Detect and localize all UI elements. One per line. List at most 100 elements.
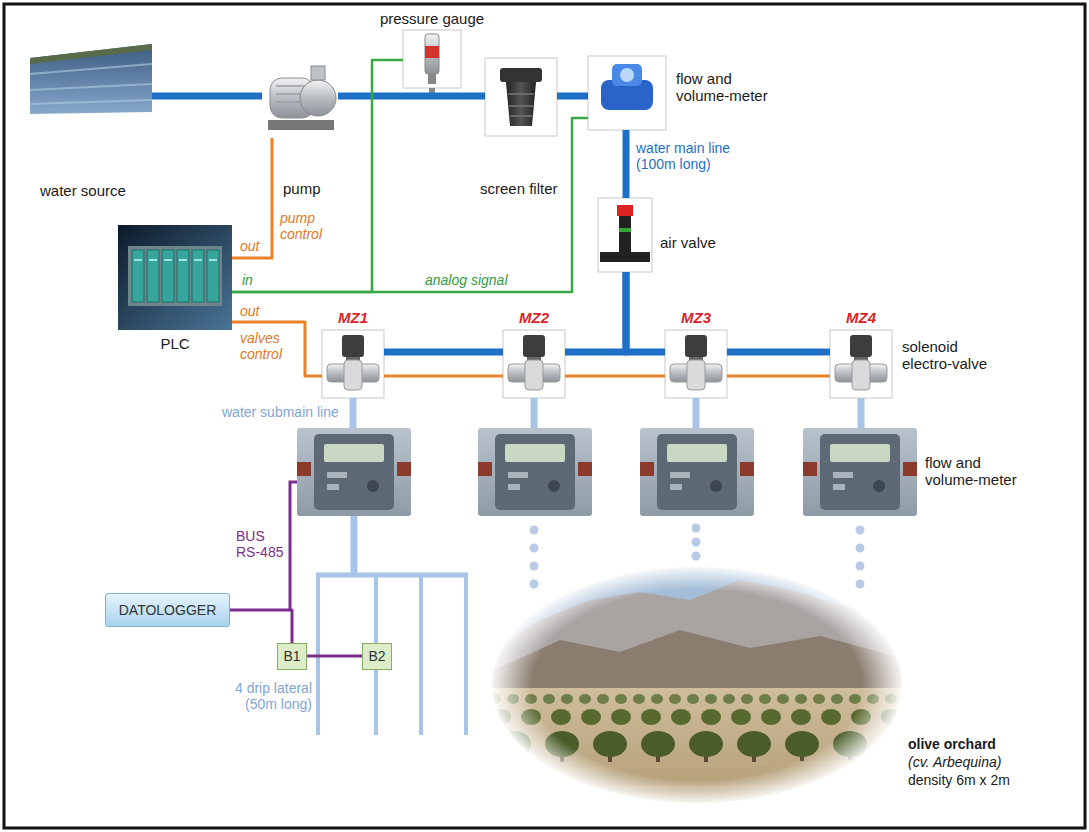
- water-source-picture: [30, 44, 152, 114]
- continuation-dots: [530, 526, 539, 535]
- screen-filter-picture: [500, 68, 542, 82]
- air-valve-picture: [619, 228, 631, 232]
- component-label: flow and volume-meter: [676, 70, 776, 105]
- screen-filter-picture: [485, 58, 557, 136]
- box-text: DATOLOGGER: [119, 602, 217, 618]
- flow-meter-picture: [620, 68, 634, 82]
- screen-filter-picture: [506, 82, 536, 126]
- control-wire: [727, 375, 830, 378]
- pressure-gauge-picture: [425, 34, 439, 74]
- plc-picture: [128, 246, 222, 306]
- pressure-gauge: pressure gauge: [403, 30, 461, 88]
- component-label: flow and volume-meter: [925, 454, 1025, 489]
- signal-name: out: [240, 238, 259, 254]
- pipe-label: water main line (100m long): [636, 140, 748, 172]
- sensor-box: B1: [277, 643, 307, 670]
- component-label: screen filter: [480, 180, 558, 197]
- signal-wire: [232, 60, 403, 292]
- water-pipe: [338, 93, 485, 100]
- orchard-note: (cv. Arbequina): [908, 754, 1001, 770]
- continuation-dots: [692, 524, 701, 533]
- frame: [4, 4, 1085, 828]
- orchard-photo: [490, 565, 910, 808]
- zone-name: MZ4: [830, 309, 892, 326]
- pressure-gauge-picture: [425, 46, 439, 58]
- submain-pipe: [858, 398, 865, 428]
- water-pipe: [727, 349, 830, 356]
- solenoid-valve: MZ3: [665, 330, 727, 398]
- bus-wire: [230, 610, 292, 643]
- submain-pipe: [531, 398, 538, 428]
- water-pipe: [626, 272, 665, 352]
- continuation-dots: [530, 544, 539, 553]
- continuation-dots: [856, 544, 865, 553]
- component-label: solenoid electro-valve: [902, 338, 998, 373]
- pump-picture: [268, 66, 336, 130]
- continuation-dots: [530, 524, 865, 589]
- control-wire: [565, 375, 665, 378]
- solenoid-valve-picture: [830, 330, 892, 398]
- screen-filter: screen filter: [485, 58, 557, 136]
- plc-picture: [147, 250, 159, 302]
- plc-picture: [177, 250, 189, 302]
- solenoid-valve: MZ1: [322, 330, 384, 398]
- flow-meter-panel: [297, 428, 411, 516]
- pressure-gauge-picture: [403, 30, 461, 94]
- flow-meter-picture: [612, 64, 642, 86]
- control-wire: [232, 138, 272, 258]
- component-label: PLC: [118, 335, 232, 352]
- plc-picture: [162, 250, 174, 302]
- component-label: pressure gauge: [362, 10, 502, 27]
- solenoid-valve-picture: [322, 330, 384, 398]
- solenoid-valve-picture: [322, 330, 892, 398]
- box-text: B2: [368, 648, 385, 664]
- orchard-photo: [491, 566, 903, 804]
- water-pipe: [384, 349, 503, 356]
- air-valve-picture: [598, 198, 652, 272]
- pump-picture: [300, 80, 336, 116]
- control-wire: [384, 375, 503, 378]
- pump: pump: [262, 58, 338, 138]
- component-label: pump: [283, 180, 321, 197]
- zone-name: MZ1: [322, 309, 384, 326]
- wire-label: pump control: [280, 210, 338, 242]
- signal-name: out: [240, 303, 259, 319]
- solenoid-valve-picture: [665, 330, 727, 398]
- air-valve: air valve: [598, 198, 652, 272]
- pump-picture: [268, 120, 334, 130]
- flow-meter: flow and volume-meter: [803, 428, 917, 516]
- plc-picture: [132, 250, 144, 302]
- flow-meter-picture: [588, 56, 666, 130]
- screen-filter-picture: [508, 94, 534, 116]
- orchard-photo: [490, 565, 910, 808]
- continuation-dots: [692, 538, 701, 547]
- continuation-dots: [856, 526, 865, 535]
- plc-picture: [118, 225, 232, 330]
- solenoid-valve: MZ2: [503, 330, 565, 398]
- water-pipe: [565, 272, 626, 352]
- submain-pipe: [351, 516, 358, 575]
- submain-pipe: [693, 398, 700, 428]
- drip-lateral: [316, 573, 468, 578]
- continuation-dots: [530, 562, 539, 571]
- flow-meter-picture: [588, 56, 666, 130]
- continuation-dots: [856, 580, 865, 589]
- flow-meter-panel: [803, 428, 917, 516]
- orchard-note: density 6m x 2m: [908, 772, 1010, 788]
- water-source-picture: [30, 44, 152, 114]
- water-source-picture: [30, 64, 152, 104]
- submain-pipe: [350, 398, 357, 428]
- continuation-dots: [692, 552, 701, 561]
- component-label: air valve: [660, 234, 716, 251]
- water-source: water source: [30, 42, 152, 114]
- water-pipe: [557, 93, 588, 100]
- bus-label: BUS RS-485: [236, 528, 286, 560]
- plc: PLC: [118, 225, 232, 330]
- flow-meter-panel: [478, 428, 592, 516]
- control-wire: [232, 322, 322, 376]
- pressure-gauge-picture: [428, 74, 436, 84]
- zone-name: MZ2: [503, 309, 565, 326]
- bus-wire: [307, 655, 362, 658]
